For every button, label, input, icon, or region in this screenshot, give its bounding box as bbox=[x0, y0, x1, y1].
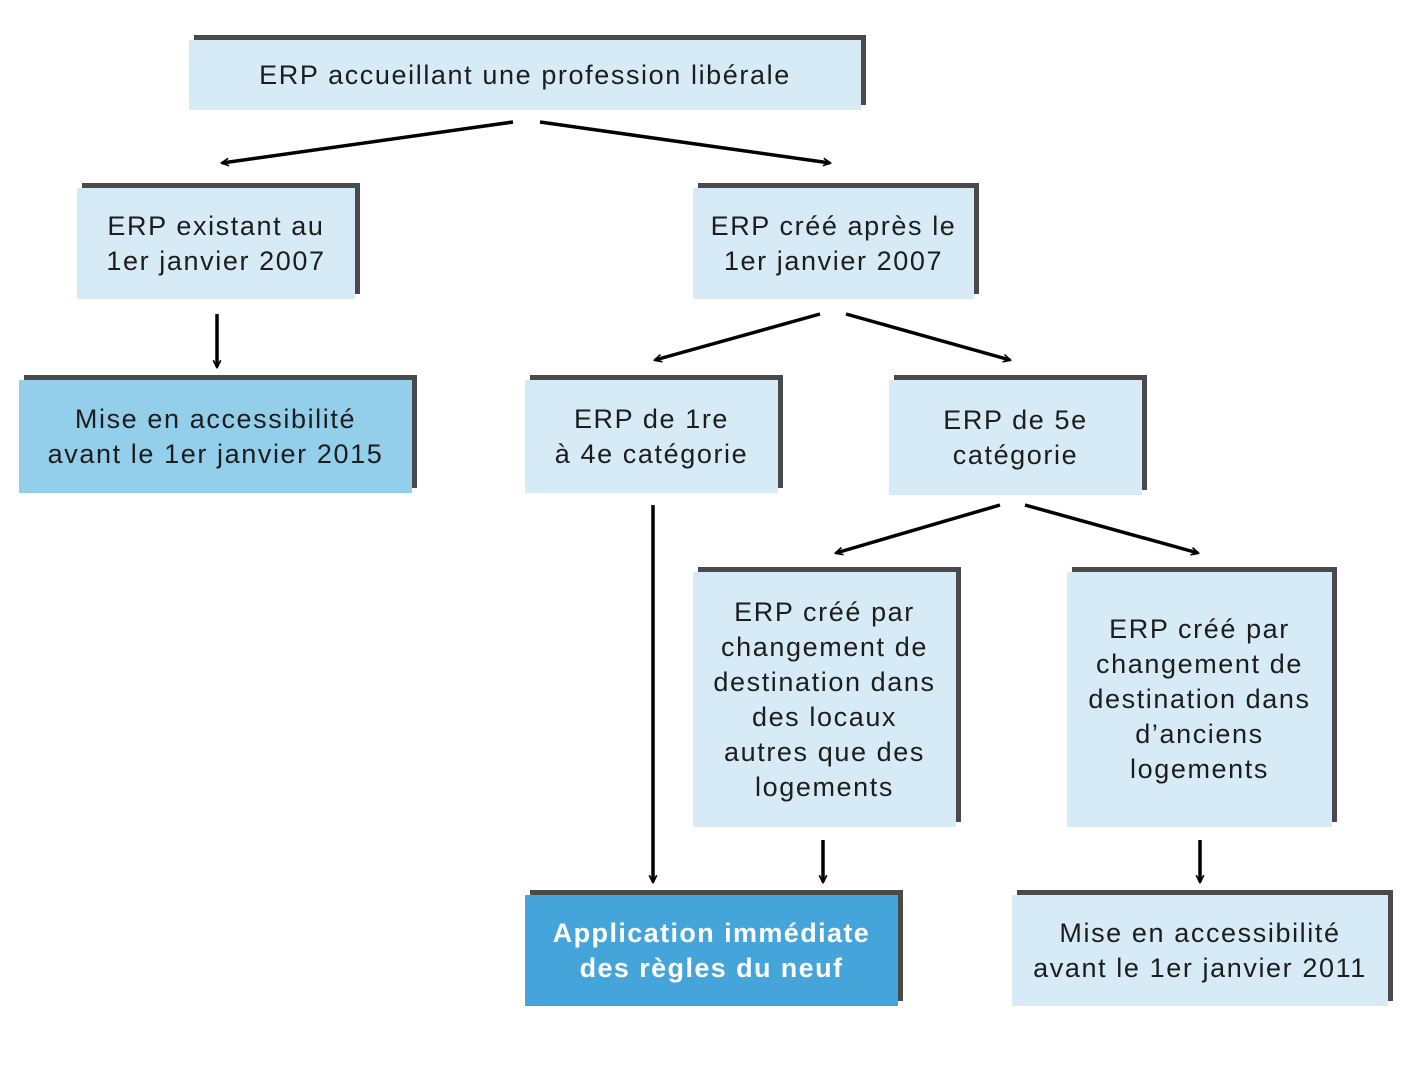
node-deadline-2011-label: Mise en accessibilité avant le 1er janvi… bbox=[1033, 917, 1367, 983]
arrow-root-to-existing bbox=[222, 120, 514, 163]
node-root-label: ERP accueillant une profession libérale bbox=[259, 59, 791, 90]
node-cat-1-4-label: ERP de 1re à 4e catégorie bbox=[554, 403, 749, 469]
node-change-other: ERP créé par changement de destination d… bbox=[693, 572, 956, 827]
node-created: ERP créé après le 1er janvier 2007 bbox=[693, 188, 974, 299]
node-deadline-2011: Mise en accessibilité avant le 1er janvi… bbox=[1012, 895, 1388, 1006]
node-cat-5-label: ERP de 5e catégorie bbox=[943, 404, 1088, 470]
node-change-other-label: ERP créé par changement de destination d… bbox=[713, 596, 936, 802]
node-cat-5: ERP de 5e catégorie bbox=[889, 380, 1142, 495]
node-cat-1-4: ERP de 1re à 4e catégorie bbox=[525, 380, 778, 493]
node-existing: ERP existant au 1er janvier 2007 bbox=[77, 188, 355, 299]
node-immediate: Application immédiate des règles du neuf bbox=[525, 895, 898, 1006]
node-deadline-2015: Mise en accessibilité avant le 1er janvi… bbox=[19, 380, 412, 493]
arrow-created-to-cat-1-4 bbox=[655, 312, 821, 360]
arrow-cat-5-to-change-other bbox=[836, 503, 1001, 553]
node-change-housing: ERP créé par changement de destination d… bbox=[1067, 572, 1332, 827]
node-deadline-2015-label: Mise en accessibilité avant le 1er janvi… bbox=[47, 403, 384, 469]
arrow-root-to-created bbox=[539, 120, 830, 163]
node-immediate-label: Application immédiate des règles du neuf bbox=[552, 917, 871, 983]
node-root: ERP accueillant une profession libérale bbox=[189, 40, 861, 110]
node-existing-label: ERP existant au 1er janvier 2007 bbox=[106, 210, 326, 276]
node-created-label: ERP créé après le 1er janvier 2007 bbox=[710, 210, 957, 276]
node-change-housing-label: ERP créé par changement de destination d… bbox=[1088, 614, 1311, 784]
arrow-created-to-cat-5 bbox=[845, 312, 1010, 360]
arrow-cat-5-to-change-housing bbox=[1024, 503, 1198, 553]
